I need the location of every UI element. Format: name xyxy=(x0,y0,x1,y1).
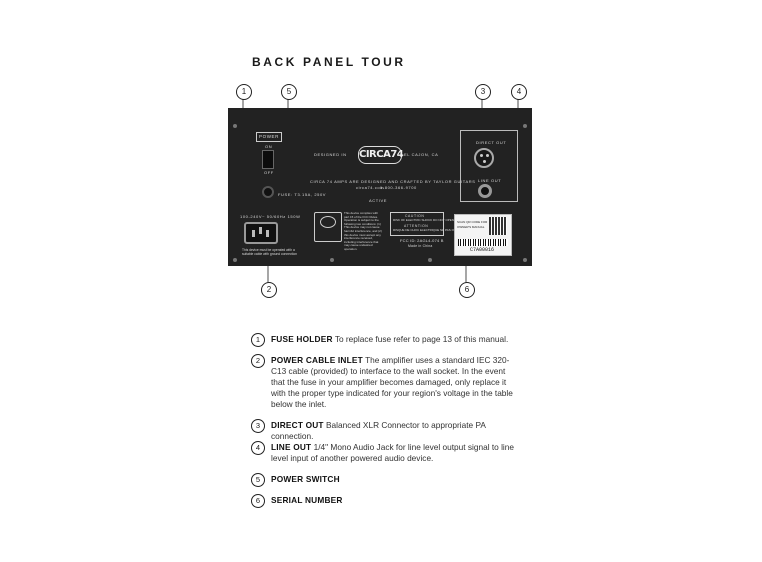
attention-text: RISQUE DE CHOC ELECTRIQUE NE PAS OUVRIR xyxy=(393,228,464,232)
serial-number-text: C7A00016 xyxy=(470,247,495,253)
callout-3: 3 xyxy=(475,84,491,100)
ground-warning-text: This device must be operated with a suit… xyxy=(242,248,297,256)
fcc-notice-text: This device complies with part 15 of the… xyxy=(344,211,382,251)
screw-icon xyxy=(523,124,527,128)
item-number: 6 xyxy=(251,494,265,508)
callout-5: 5 xyxy=(281,84,297,100)
location-text: EL CAJON, CA xyxy=(404,152,439,157)
item-title: POWER CABLE INLET xyxy=(271,355,363,365)
line-out-label: LINE OUT xyxy=(478,178,502,183)
list-item: FUSE HOLDER To replace fuse refer to pag… xyxy=(271,334,519,345)
item-text: To replace fuse refer to page 13 of this… xyxy=(334,334,509,344)
screw-icon xyxy=(330,258,334,262)
on-label: ON xyxy=(265,144,273,149)
item-title: SERIAL NUMBER xyxy=(271,495,343,505)
barcode-icon xyxy=(458,239,508,246)
list-item: POWER SWITCH xyxy=(271,474,519,485)
made-in-text: Made in China xyxy=(408,244,433,248)
qr-code-icon[interactable] xyxy=(489,217,507,235)
item-number: 5 xyxy=(251,473,265,487)
callout-1: 1 xyxy=(236,84,252,100)
page-title: BACK PANEL TOUR xyxy=(252,55,406,69)
output-panel-box xyxy=(460,130,518,202)
serial-label: SCAN QR CODE FOR OWNER'S MANUAL C7A00016 xyxy=(454,214,512,256)
list-item: DIRECT OUT Balanced XLR Connector to app… xyxy=(271,420,519,442)
item-number: 4 xyxy=(251,441,265,455)
back-panel: POWER ON OFF FUSE: T3.15A, 250V DESIGNED… xyxy=(228,108,532,266)
model-text: ACTIVE xyxy=(369,198,388,203)
power-cable-inlet[interactable] xyxy=(244,222,278,244)
list-item: LINE OUT 1/4" Mono Audio Jack for line l… xyxy=(271,442,519,464)
caution-title: CAUTION xyxy=(405,214,425,218)
direct-out-label: DIRECT OUT xyxy=(476,140,507,145)
power-label-box: POWER xyxy=(256,132,282,142)
item-number: 3 xyxy=(251,419,265,433)
qr-label-2: OWNER'S MANUAL xyxy=(457,225,485,229)
qr-label-1: SCAN QR CODE FOR xyxy=(457,220,488,224)
fuse-label: FUSE: T3.15A, 250V xyxy=(278,192,327,197)
fcc-id-text: FCC ID: 2AGL4-074 B xyxy=(400,238,444,243)
power-switch[interactable] xyxy=(262,150,274,169)
callout-6: 6 xyxy=(459,282,475,298)
callout-4: 4 xyxy=(511,84,527,100)
fuse-holder[interactable] xyxy=(262,186,274,198)
caution-box: CAUTION RISK OF ELECTRIC SHOCK DO NOT OP… xyxy=(390,212,463,236)
xlr-connector[interactable] xyxy=(474,148,494,168)
item-text: Balanced XLR Connector to appropriate PA… xyxy=(271,420,486,441)
screw-icon xyxy=(233,258,237,262)
callout-2: 2 xyxy=(261,282,277,298)
off-label: OFF xyxy=(264,170,274,175)
voltage-label: 100-240V~ 50/60Hz 150W xyxy=(240,214,301,219)
phone-text: 1-800-366-9700 xyxy=(380,185,417,190)
item-text: The amplifier uses a standard IEC 320-C1… xyxy=(271,355,513,409)
item-title: POWER SWITCH xyxy=(271,474,340,484)
website-text: circa74.com xyxy=(356,185,385,190)
brand-logo: CIRCA74 xyxy=(358,146,404,164)
designed-in-text: DESIGNED IN xyxy=(314,152,347,157)
screw-icon xyxy=(233,124,237,128)
item-title: DIRECT OUT xyxy=(271,420,324,430)
item-title: LINE OUT xyxy=(271,442,312,452)
screw-icon xyxy=(523,258,527,262)
etl-logo-icon xyxy=(320,216,336,228)
item-number: 1 xyxy=(251,333,265,347)
attention-title: ATTENTION xyxy=(404,224,429,228)
power-label: POWER xyxy=(259,134,280,139)
caution-text: RISK OF ELECTRIC SHOCK DO NOT OPEN xyxy=(393,218,454,222)
list-item: SERIAL NUMBER xyxy=(271,495,519,506)
item-title: FUSE HOLDER xyxy=(271,334,333,344)
line-out-jack[interactable] xyxy=(478,184,492,198)
list-item: POWER CABLE INLET The amplifier uses a s… xyxy=(271,355,519,410)
etl-label xyxy=(314,212,342,242)
item-number: 2 xyxy=(251,354,265,368)
tagline-text: CIRCA 74 AMPS ARE DESIGNED AND CRAFTED B… xyxy=(310,179,476,184)
item-text: 1/4" Mono Audio Jack for line level outp… xyxy=(271,442,514,463)
screw-icon xyxy=(428,258,432,262)
